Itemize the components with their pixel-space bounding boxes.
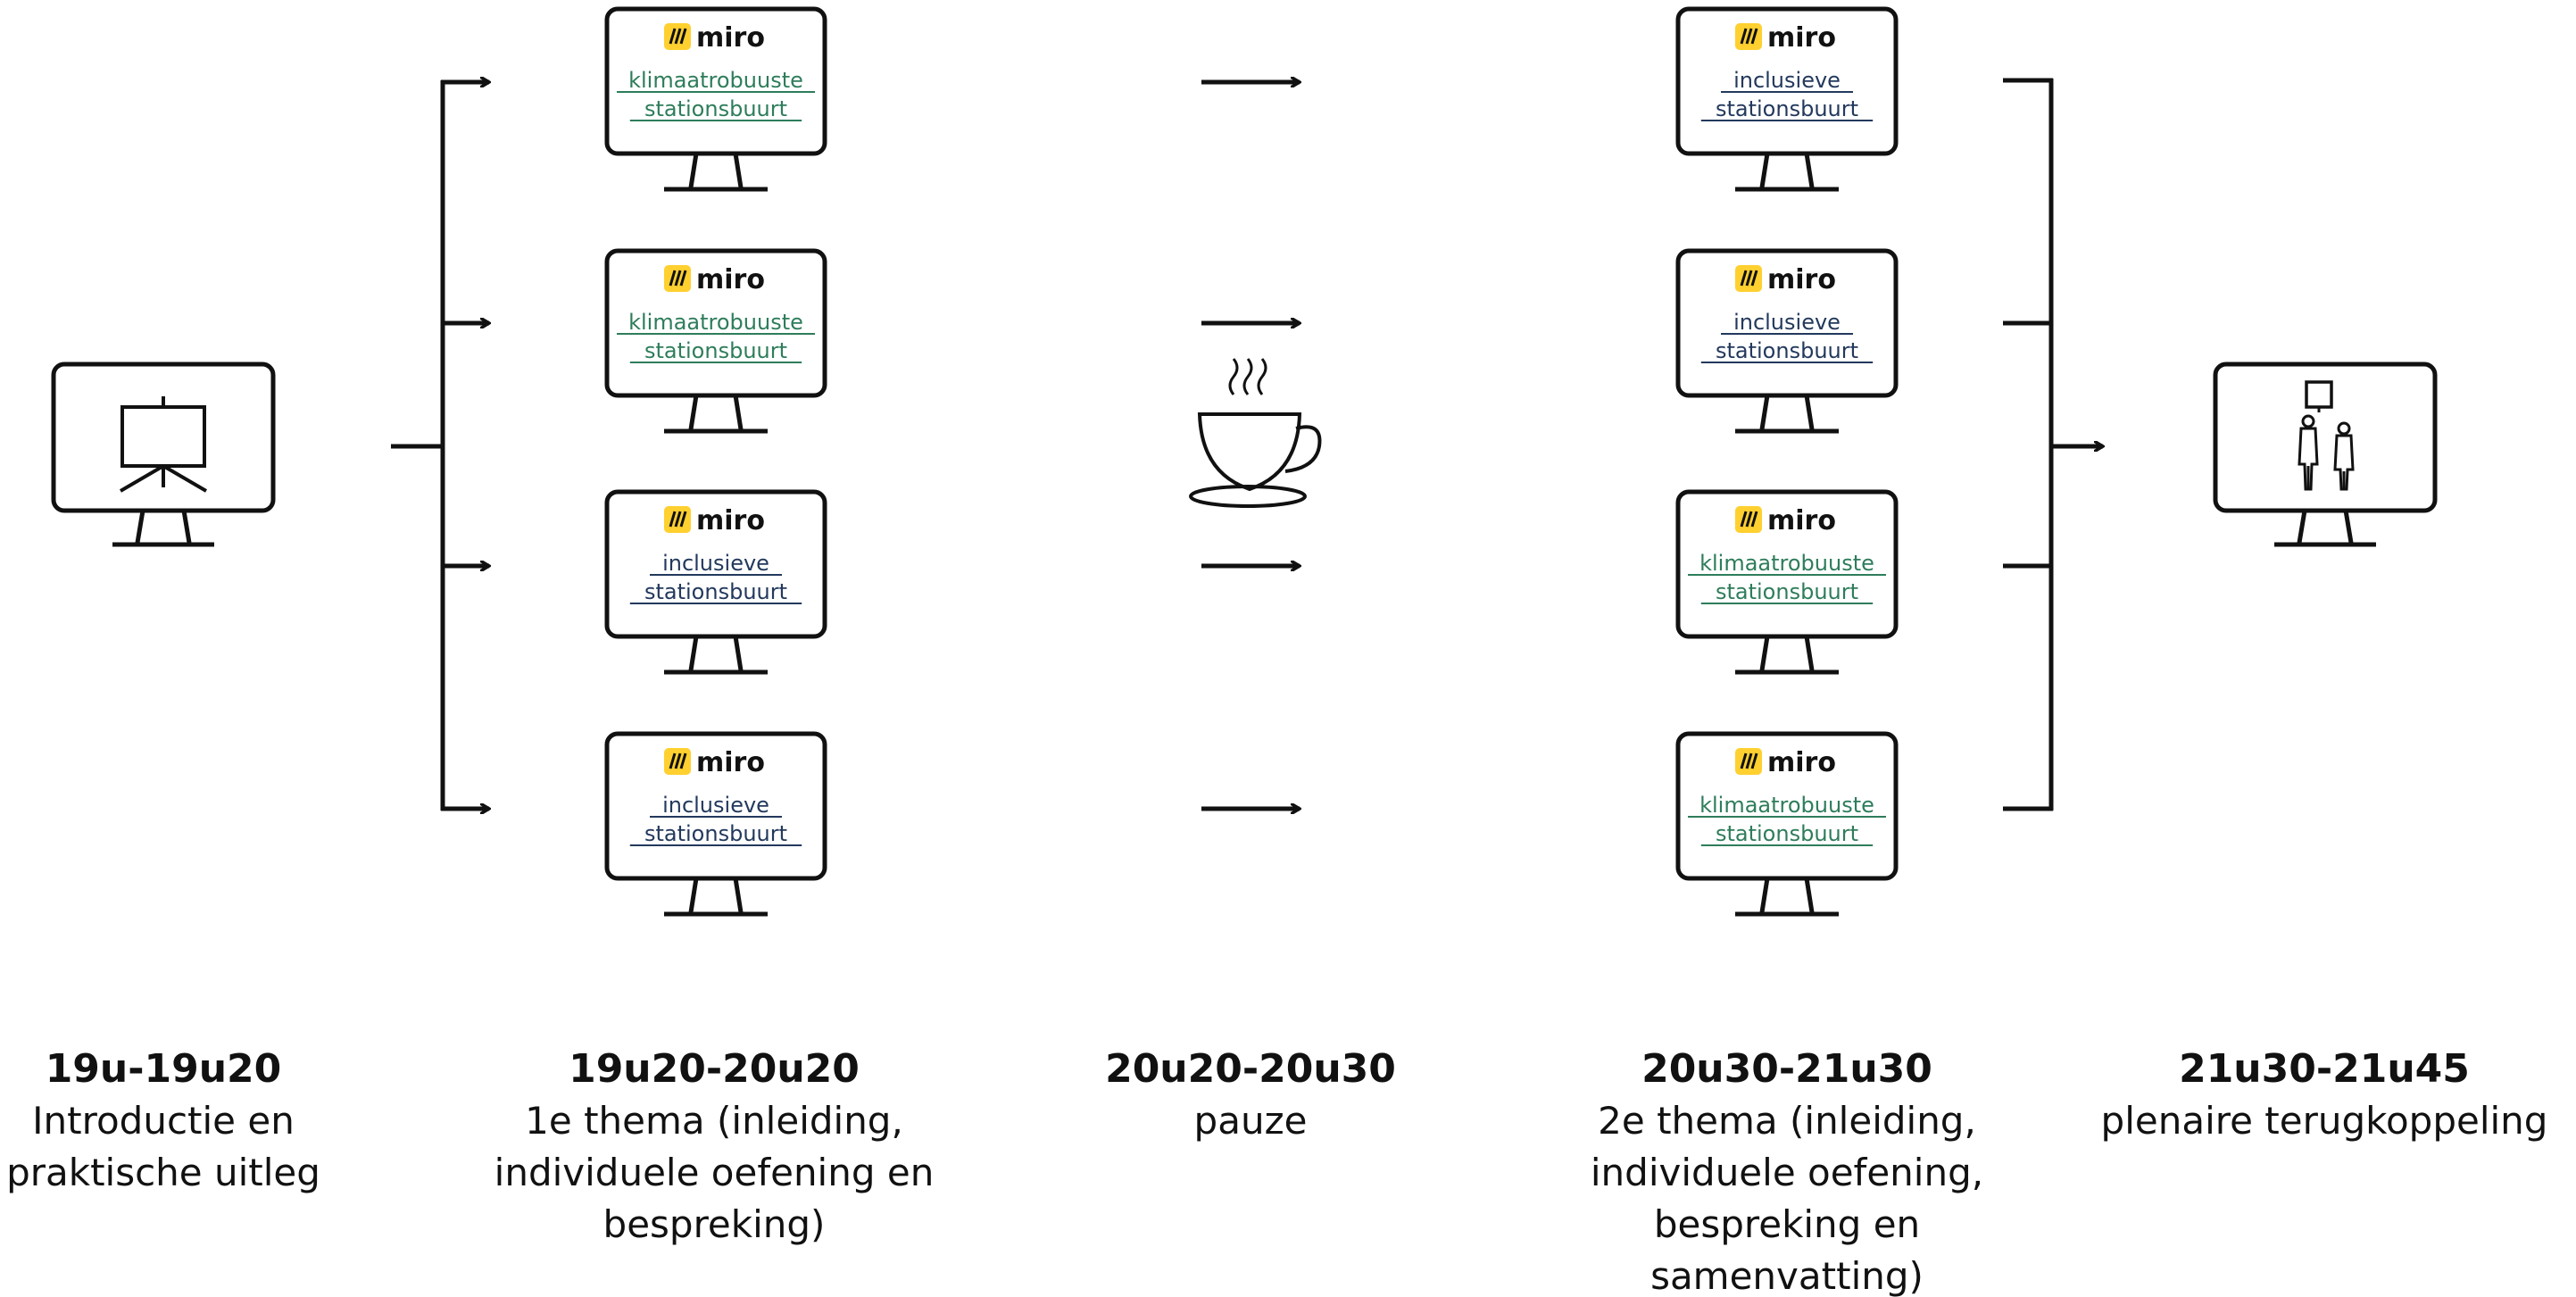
- round-2-boards: miro inclusieve stationsbuurt miro inclusiev…: [1675, 6, 1899, 917]
- board-link-text[interactable]: stationsbuurt: [1716, 96, 1858, 121]
- phase-line: bespreking): [603, 1202, 826, 1246]
- miro-board-monitor[interactable]: miro inclusieve stationsbuurt: [604, 731, 827, 917]
- board-link-text[interactable]: inclusieve: [1733, 310, 1841, 335]
- phase-time: 19u20-20u20: [569, 1046, 860, 1092]
- miro-logo-icon: [664, 506, 691, 533]
- miro-wordmark: miro: [1767, 22, 1836, 54]
- merge-connector: [2003, 78, 2103, 811]
- miro-board-monitor[interactable]: miro inclusieve stationsbuurt: [1675, 248, 1899, 434]
- miro-logo-icon: [1735, 506, 1762, 533]
- two-people-talking-icon: [2298, 380, 2355, 491]
- coffee-cup-icon: [1189, 358, 1322, 508]
- phase-time: 21u30-21u45: [2179, 1046, 2470, 1092]
- intro-monitor: [51, 362, 276, 547]
- phase-time: 20u30-21u30: [1641, 1046, 1932, 1092]
- miro-wordmark: miro: [696, 747, 765, 778]
- phase-line: Introductie en: [32, 1099, 295, 1143]
- phase-line: samenvatting): [1650, 1254, 1924, 1297]
- phase-line: 1e thema (inleiding,: [525, 1099, 903, 1143]
- board-link-text[interactable]: inclusieve: [662, 793, 769, 818]
- pause-arrows: [1201, 82, 1300, 809]
- board-link-text[interactable]: stationsbuurt: [644, 338, 787, 363]
- phase-line: bespreking en: [1654, 1202, 1920, 1246]
- miro-board-monitor[interactable]: miro inclusieve stationsbuurt: [604, 489, 827, 675]
- miro-logo-icon: [1735, 748, 1762, 775]
- board-link-text[interactable]: stationsbuurt: [1716, 821, 1858, 846]
- miro-wordmark: miro: [1767, 505, 1836, 536]
- miro-wordmark: miro: [696, 22, 765, 54]
- board-link-text[interactable]: klimaatrobuuste: [1699, 551, 1874, 576]
- miro-wordmark: miro: [696, 505, 765, 536]
- miro-logo-icon: [664, 748, 691, 775]
- plenary-monitor: [2213, 362, 2438, 547]
- miro-wordmark: miro: [696, 264, 765, 295]
- phase-1-label: 19u-19u20 Introductie en praktische uitl…: [6, 1046, 320, 1194]
- phase-2-label: 19u20-20u20 1e thema (inleiding, individ…: [494, 1046, 935, 1246]
- phase-line: individuele oefening en: [494, 1151, 935, 1194]
- miro-board-monitor[interactable]: miro klimaatrobuuste stationsbuurt: [604, 6, 827, 192]
- board-link-text[interactable]: klimaatrobuuste: [628, 68, 803, 93]
- board-link-text[interactable]: stationsbuurt: [1716, 338, 1858, 363]
- board-link-text[interactable]: klimaatrobuuste: [1699, 793, 1874, 818]
- phase-line: praktische uitleg: [6, 1151, 320, 1194]
- miro-board-monitor[interactable]: miro klimaatrobuuste stationsbuurt: [1675, 731, 1899, 917]
- board-link-text[interactable]: stationsbuurt: [1716, 579, 1858, 604]
- phase-5-label: 21u30-21u45 plenaire terugkoppeling: [2101, 1046, 2548, 1143]
- miro-logo-icon: [1735, 23, 1762, 50]
- board-link-text[interactable]: stationsbuurt: [644, 96, 787, 121]
- miro-logo-icon: [1735, 265, 1762, 292]
- round-1-boards: miro klimaatrobuuste stationsbuurt miro klim…: [604, 6, 827, 917]
- phase-3-label: 20u20-20u30 pauze: [1105, 1046, 1396, 1143]
- split-connector: [391, 80, 489, 811]
- phase-time: 20u20-20u30: [1105, 1046, 1396, 1092]
- phase-time: 19u-19u20: [46, 1046, 282, 1092]
- phase-4-label: 20u30-21u30 2e thema (inleiding, individ…: [1591, 1046, 1983, 1297]
- miro-wordmark: miro: [1767, 747, 1836, 778]
- phase-line: pauze: [1194, 1099, 1308, 1143]
- board-link-text[interactable]: stationsbuurt: [644, 579, 787, 604]
- board-link-text[interactable]: stationsbuurt: [644, 821, 787, 846]
- board-link-text[interactable]: inclusieve: [662, 551, 769, 576]
- miro-wordmark: miro: [1767, 264, 1836, 295]
- miro-board-monitor[interactable]: miro klimaatrobuuste stationsbuurt: [1675, 489, 1899, 675]
- phase-line: plenaire terugkoppeling: [2101, 1099, 2548, 1143]
- phase-line: individuele oefening,: [1591, 1151, 1983, 1194]
- miro-logo-icon: [664, 265, 691, 292]
- miro-board-monitor[interactable]: miro klimaatrobuuste stationsbuurt: [604, 248, 827, 434]
- miro-board-monitor[interactable]: miro inclusieve stationsbuurt: [1675, 6, 1899, 192]
- board-link-text[interactable]: inclusieve: [1733, 68, 1841, 93]
- miro-logo-icon: [664, 23, 691, 50]
- board-link-text[interactable]: klimaatrobuuste: [628, 310, 803, 335]
- presentation-easel-icon: [119, 396, 208, 493]
- phase-line: 2e thema (inleiding,: [1598, 1099, 1976, 1143]
